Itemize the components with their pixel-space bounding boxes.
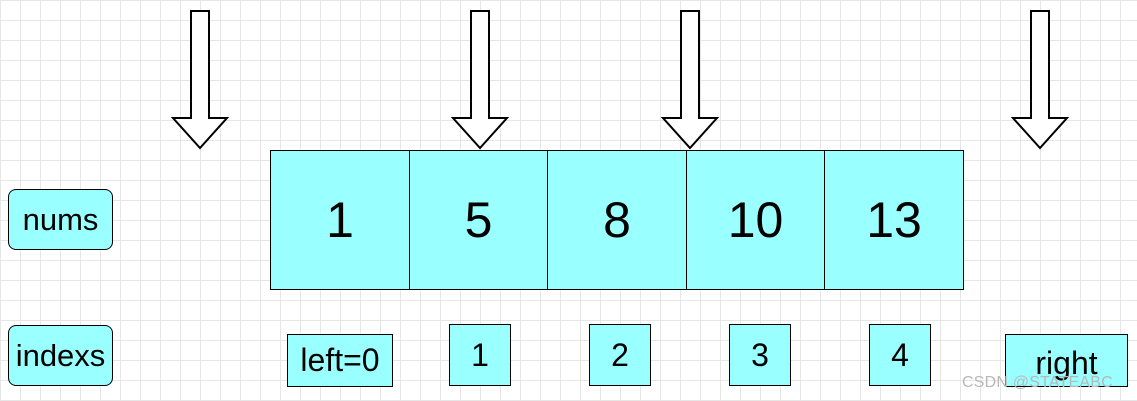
nums-array: 1 5 8 10 13 <box>270 150 970 290</box>
nums-row-label: nums <box>8 189 113 250</box>
array-cell: 13 <box>824 150 964 290</box>
index-box-right: right <box>1005 334 1128 387</box>
array-cell: 8 <box>547 150 687 290</box>
down-arrow-icon <box>660 10 720 150</box>
index-box: 3 <box>729 324 791 386</box>
index-box: 1 <box>449 324 511 386</box>
index-box-left: left=0 <box>287 334 393 387</box>
indexs-row-label: indexs <box>8 325 113 386</box>
index-box: 4 <box>869 324 931 386</box>
down-arrow-icon <box>170 10 230 150</box>
index-box: 2 <box>589 324 651 386</box>
watermark: CSDN @STATEABC <box>962 374 1113 391</box>
array-cell: 5 <box>408 150 549 290</box>
array-cell: 1 <box>270 150 410 290</box>
down-arrow-icon <box>1010 10 1070 150</box>
array-cell: 10 <box>685 150 826 290</box>
down-arrow-icon <box>450 10 510 150</box>
